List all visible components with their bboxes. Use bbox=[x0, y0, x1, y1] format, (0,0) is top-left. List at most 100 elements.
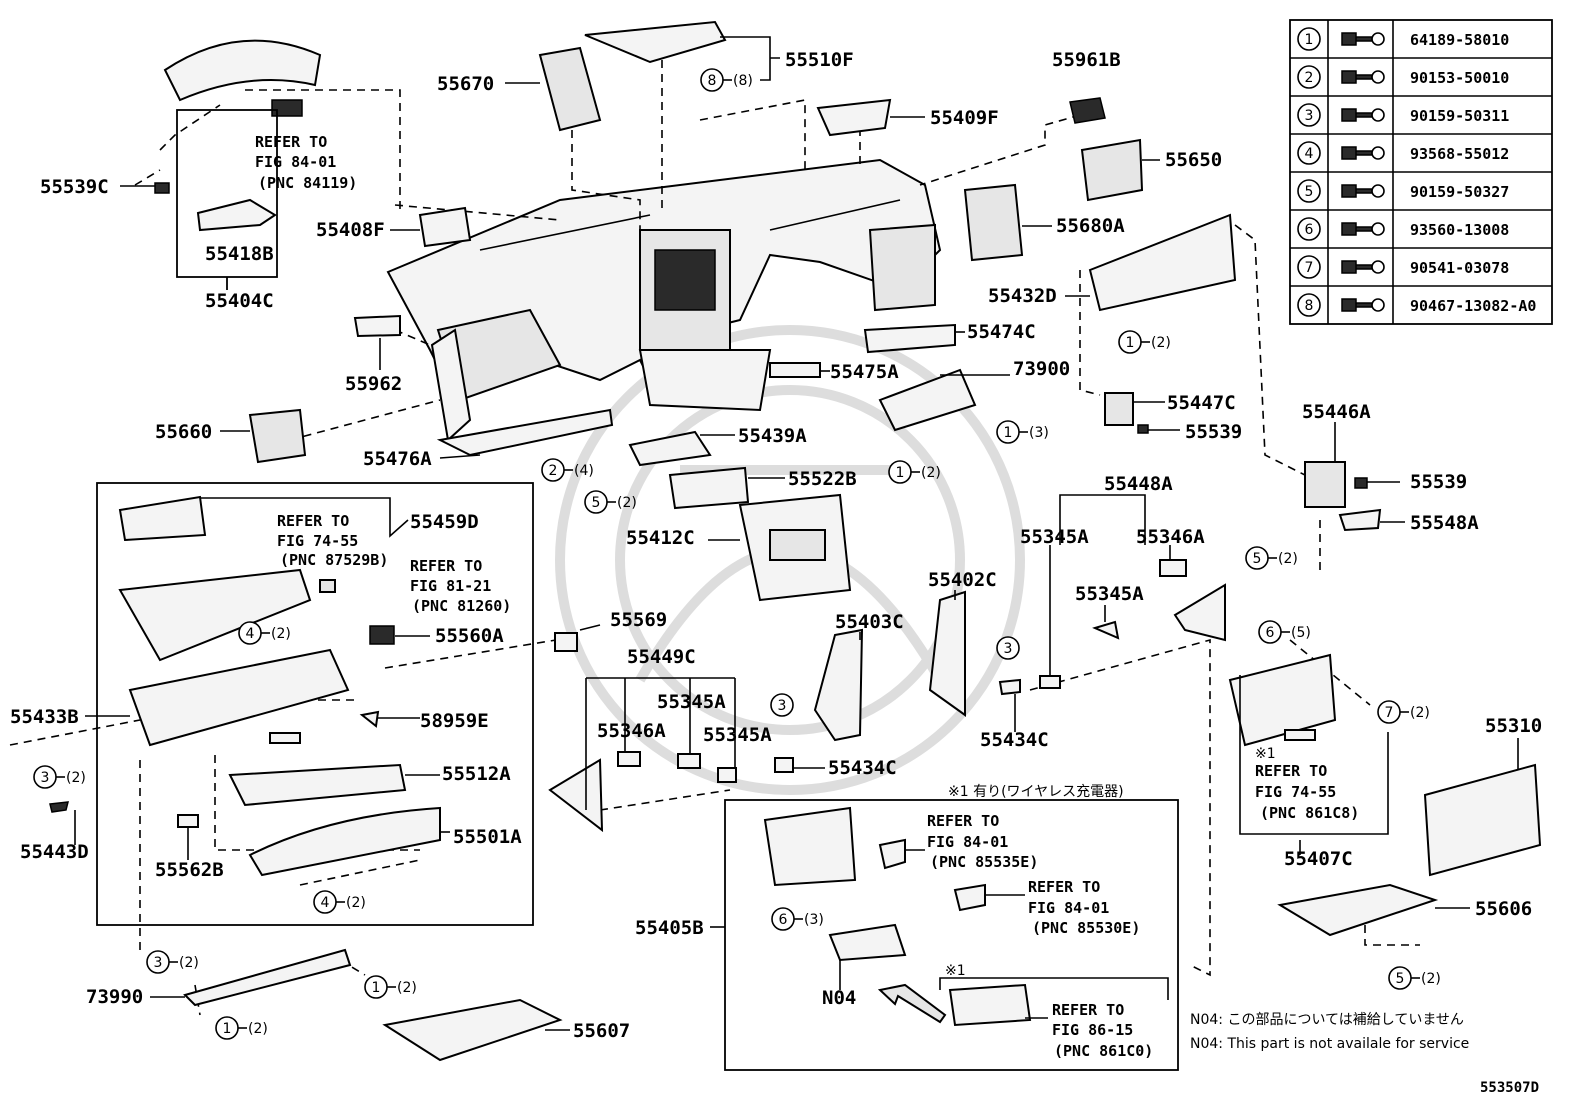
refer-6-l1: REFER TO bbox=[1028, 878, 1100, 896]
label-73990: 73990 bbox=[86, 986, 143, 1008]
callout-number: 3 bbox=[41, 770, 50, 786]
label-55562B: 55562B bbox=[155, 859, 224, 881]
fastener-number-circle bbox=[1297, 293, 1321, 317]
callout-qty: (2) bbox=[1410, 705, 1430, 721]
label-N04: N04 bbox=[822, 987, 856, 1009]
label-55650: 55650 bbox=[1165, 149, 1222, 171]
fastener-number-circle bbox=[1297, 27, 1321, 51]
washer-icon bbox=[1371, 184, 1385, 198]
refer-4-l1: REFER TO bbox=[1255, 762, 1327, 780]
washer-icon bbox=[1371, 108, 1385, 122]
note-n04-en: N04: This part is not availale for servi… bbox=[1190, 1036, 1469, 1052]
refer-4-l2: FIG 74-55 bbox=[1255, 783, 1336, 801]
fastener-part-number: 93568-55012 bbox=[1410, 145, 1509, 163]
refer-1-l1: REFER TO bbox=[255, 133, 327, 151]
fastener-number: 4 bbox=[1305, 146, 1314, 162]
bolt-icon bbox=[1341, 298, 1373, 312]
wireless-charger-inset bbox=[724, 799, 1179, 1071]
label-55434C-1: 55434C bbox=[980, 729, 1049, 751]
callout-number: 2 bbox=[549, 463, 558, 479]
part-labels: 55510F 55670 55961B 55409F 55650 55680A … bbox=[10, 49, 1542, 1042]
bolt-icon bbox=[1341, 32, 1373, 46]
note-n04-jp: N04: この部品については補給していません bbox=[1190, 1012, 1464, 1028]
refer-7-l2: FIG 86-15 bbox=[1052, 1021, 1133, 1039]
label-55402C: 55402C bbox=[928, 569, 997, 591]
refer-5-l3: (PNC 85535E) bbox=[930, 853, 1038, 871]
label-55448A: 55448A bbox=[1104, 473, 1173, 495]
label-55345A-4: 55345A bbox=[703, 724, 772, 746]
callout-c1c: 1(2) bbox=[888, 460, 941, 484]
callout-number: 7 bbox=[1385, 705, 1394, 721]
callout-number: 8 bbox=[708, 73, 717, 89]
label-55433B: 55433B bbox=[10, 706, 79, 728]
callout-number: 1 bbox=[223, 1021, 232, 1037]
fastener-number: 3 bbox=[1305, 108, 1314, 124]
fastener-number-circle bbox=[1297, 217, 1321, 241]
fastener-number-circle bbox=[1297, 141, 1321, 165]
fastener-part-number: 90153-50010 bbox=[1410, 69, 1509, 87]
label-55345A-1: 55345A bbox=[1020, 526, 1089, 548]
callout-number: 4 bbox=[246, 626, 255, 642]
bolt-icon bbox=[1341, 184, 1373, 198]
callout-circle bbox=[770, 693, 794, 717]
callout-number: 6 bbox=[779, 912, 788, 928]
callout-c1d: 1(2) bbox=[364, 975, 417, 999]
callout-number: 1 bbox=[1126, 335, 1135, 351]
fastener-number-circle bbox=[1297, 255, 1321, 279]
label-58959E: 58959E bbox=[420, 710, 489, 732]
fastener-callouts: 8(8)1(2)1(3)1(2)2(4)5(2)5(2)4(2)333(2)6(… bbox=[33, 68, 1441, 1040]
cluster-hood-shape bbox=[163, 39, 322, 102]
fastener-part-number: 90159-50311 bbox=[1410, 107, 1509, 125]
fastener-number-circle bbox=[1297, 179, 1321, 203]
bolt-icon bbox=[1341, 70, 1373, 84]
bolt-icon bbox=[1341, 222, 1373, 236]
fastener-part-number: 93560-13008 bbox=[1410, 221, 1509, 239]
label-73900: 73900 bbox=[1013, 358, 1070, 380]
callout-c5b: 5(2) bbox=[1245, 546, 1298, 570]
instrument-panel bbox=[386, 158, 942, 442]
fastener-number: 7 bbox=[1305, 260, 1314, 276]
callout-c6b: 6 (3) bbox=[771, 907, 824, 931]
refer-3-l2: FIG 81-21 bbox=[410, 577, 491, 595]
callout-qty: (8) bbox=[733, 73, 753, 89]
fastener-number: 5 bbox=[1305, 184, 1314, 200]
callout-c2: 2(4) bbox=[541, 458, 594, 482]
glove-box-group bbox=[96, 482, 534, 926]
label-55961B: 55961B bbox=[1052, 49, 1121, 71]
label-55560A: 55560A bbox=[435, 625, 504, 647]
callout-qty: (3) bbox=[1029, 425, 1049, 441]
label-55346A-2: 55346A bbox=[597, 720, 666, 742]
solid-leaders bbox=[74, 36, 1519, 1031]
callout-c6a: 6(5) bbox=[1258, 620, 1311, 644]
note-wireless-charger: ※1 有り(ワイヤレス充電器) bbox=[948, 784, 1124, 800]
label-55345A-3: 55345A bbox=[657, 691, 726, 713]
refer-6-l2: FIG 84-01 bbox=[1028, 899, 1109, 917]
refer-3-l3: (PNC 81260) bbox=[412, 597, 511, 615]
callout-c8: 8 (8) bbox=[700, 68, 753, 92]
fastener-part-number: 64189-58010 bbox=[1410, 31, 1509, 49]
callout-c1a: 1(2) bbox=[1118, 330, 1171, 354]
callout-qty: (2) bbox=[1421, 971, 1441, 987]
callout-c3b: 3 bbox=[770, 693, 794, 717]
callout-qty: (2) bbox=[179, 955, 199, 971]
diagram-id: 553507D bbox=[1480, 1080, 1539, 1096]
washer-icon bbox=[1371, 222, 1385, 236]
callout-c1e: 1 (2) bbox=[215, 1016, 268, 1040]
callout-qty: (2) bbox=[248, 1021, 268, 1037]
label-55446A: 55446A bbox=[1302, 401, 1371, 423]
label-55680A: 55680A bbox=[1056, 215, 1125, 237]
label-55607: 55607 bbox=[573, 1020, 630, 1042]
parts bbox=[49, 20, 1542, 1062]
refer-1-l2: FIG 84-01 bbox=[255, 153, 336, 171]
label-55432D: 55432D bbox=[988, 285, 1057, 307]
label-55670: 55670 bbox=[437, 73, 494, 95]
label-55548A: 55548A bbox=[1410, 512, 1479, 534]
washer-icon bbox=[1371, 146, 1385, 160]
callout-qty: (3) bbox=[804, 912, 824, 928]
label-55404C: 55404C bbox=[205, 290, 274, 312]
